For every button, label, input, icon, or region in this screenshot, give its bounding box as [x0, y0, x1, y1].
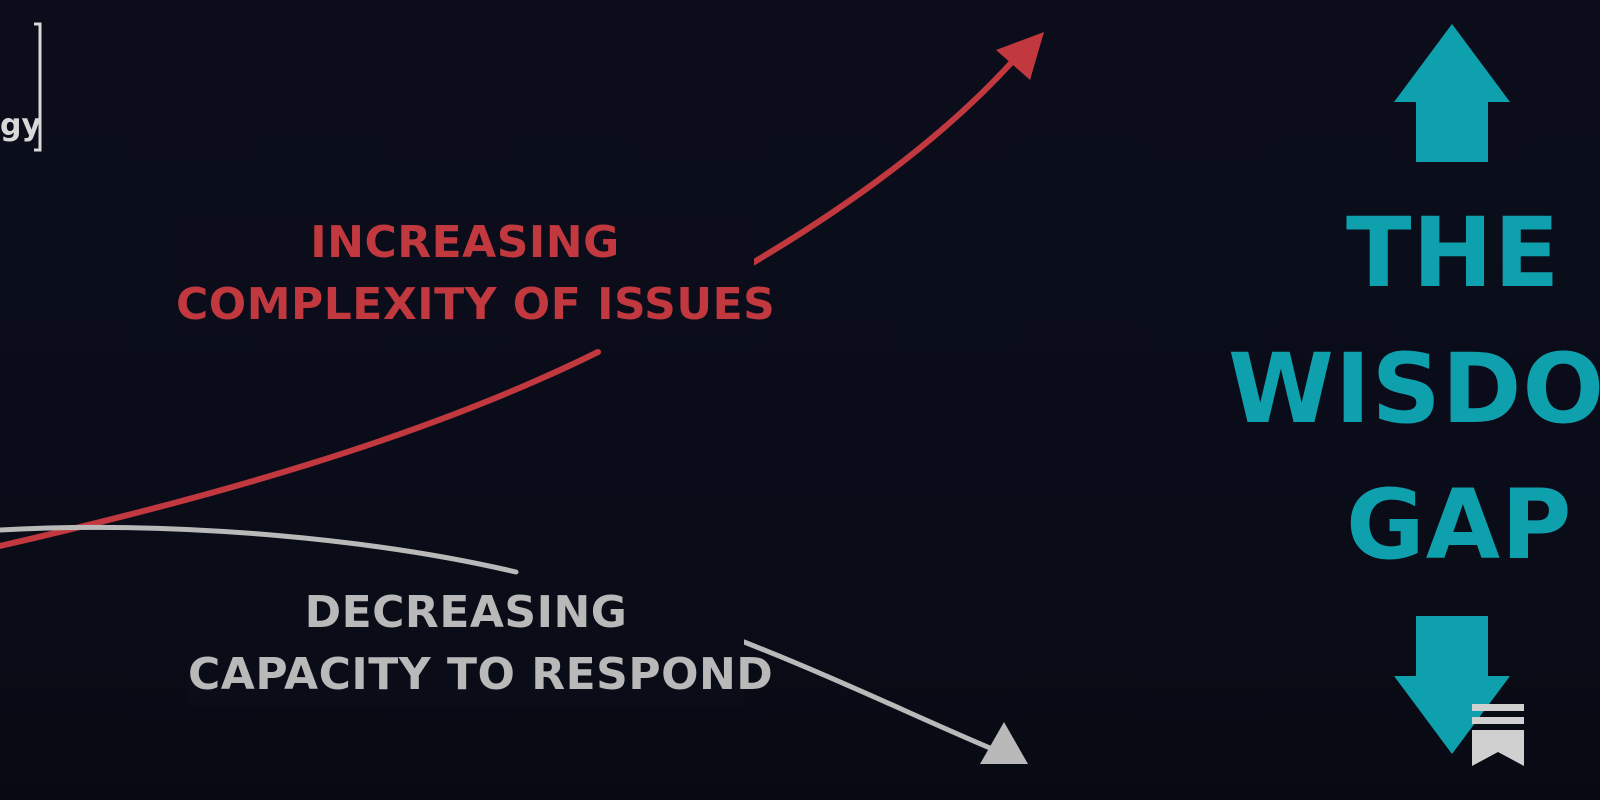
corner-text: gy	[0, 108, 42, 143]
increasing-label-line2: COMPLEXITY OF ISSUES	[176, 279, 776, 330]
corner-text-fragment: gy	[0, 108, 41, 144]
increasing-complexity-label: INCREASING COMPLEXITY OF ISSUES	[176, 212, 776, 336]
wisdom-gap-word-the: THE	[1346, 197, 1561, 309]
decreasing-label-line1: DECREASING	[304, 587, 628, 638]
decreasing-capacity-curve	[0, 524, 519, 575]
decreasing-arrowhead	[980, 722, 1028, 764]
decreasing-label-line2: CAPACITY TO RESPOND	[188, 649, 774, 700]
arrow-up-icon	[1394, 24, 1510, 162]
arrow-down-icon	[1394, 616, 1510, 754]
increasing-arrowhead	[996, 32, 1044, 80]
wisdom-gap-word-gap: GAP	[1346, 469, 1573, 581]
increasing-complexity-curve	[0, 349, 601, 549]
corner-bracket	[34, 22, 42, 152]
increasing-label-line1: INCREASING	[310, 217, 620, 268]
wisdom-gap-word-wisdom: WISDOM	[1228, 333, 1600, 445]
increasing-complexity-curve-upper	[741, 59, 1015, 271]
bookmark-icon[interactable]	[1470, 702, 1526, 768]
decreasing-capacity-label: DECREASING CAPACITY TO RESPOND	[188, 582, 774, 706]
